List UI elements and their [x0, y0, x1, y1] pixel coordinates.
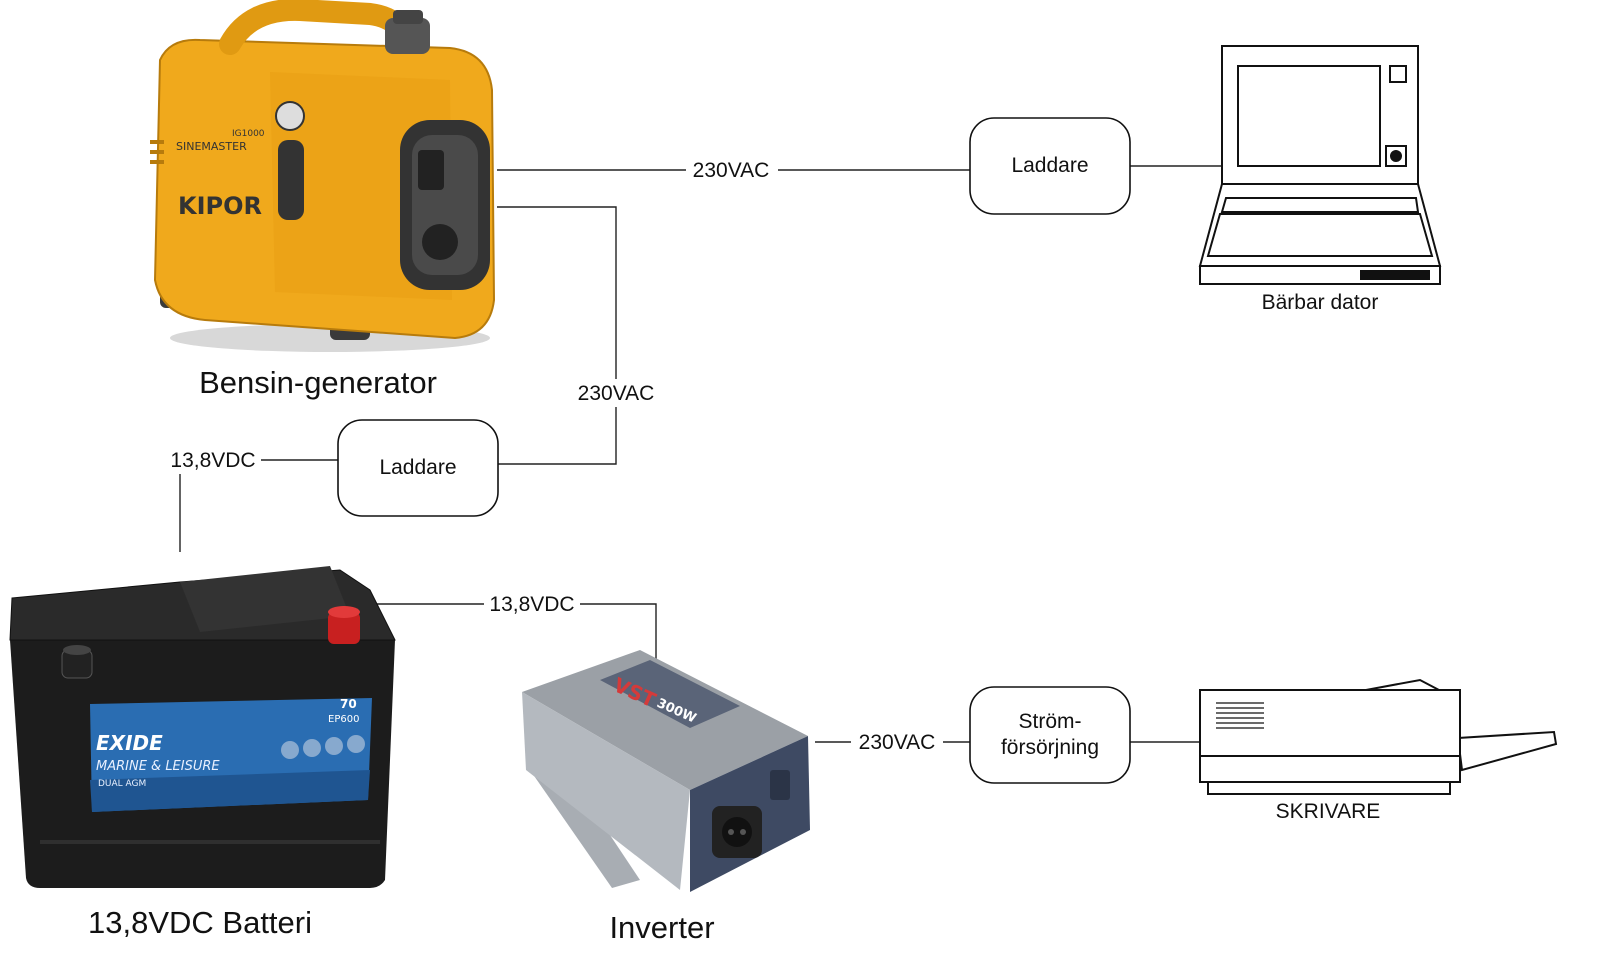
wire-label-charger-battery: 13,8VDC	[170, 449, 255, 472]
printer-icon	[1199, 678, 1558, 795]
generator-image: KIPOR SINEMASTER IG1000	[150, 0, 496, 352]
battery-line: MARINE & LEISURE	[96, 759, 220, 774]
charger-top-label: Laddare	[1011, 154, 1088, 177]
wire-label-battery-inverter: 13,8VDC	[489, 593, 574, 616]
charger-left-box: Laddare	[337, 419, 499, 517]
wire-label-gen-charger: 230VAC	[578, 382, 655, 405]
psu-label-line2: försörjning	[1001, 736, 1099, 759]
laptop-icon	[1198, 45, 1442, 285]
battery-brand: EXIDE	[96, 731, 163, 755]
wire-battery-to-inverter	[355, 603, 657, 660]
battery-capacity: 70	[340, 697, 357, 711]
psu-label-line1: Ström-	[1019, 710, 1082, 733]
battery-label: 13,8VDC Batteri	[88, 905, 312, 940]
wire-gen-to-charger-left	[497, 206, 617, 465]
psu-box: Ström- försörjning	[969, 686, 1131, 784]
charger-left-label: Laddare	[379, 456, 456, 479]
wire-label-gen-laptop: 230VAC	[693, 159, 770, 182]
charger-top-box: Laddare	[969, 117, 1131, 215]
generator-label: Bensin-generator	[199, 365, 437, 400]
wire-labels: 230VAC 230VAC 13,8VDC 13,8VDC 230VAC	[165, 156, 943, 756]
printer-label: SKRIVARE	[1276, 800, 1381, 823]
laptop-label: Bärbar dator	[1262, 291, 1379, 314]
generator-series: SINEMASTER	[176, 140, 247, 153]
generator-brand: KIPOR	[178, 192, 262, 220]
wire-label-inverter-printer: 230VAC	[859, 731, 936, 754]
battery-model: EP600	[328, 714, 359, 725]
generator-model: IG1000	[232, 129, 265, 139]
battery-type: DUAL AGM	[98, 779, 146, 789]
inverter-label: Inverter	[609, 910, 714, 945]
battery-image: EXIDE MARINE & LEISURE DUAL AGM 70 EP600	[9, 566, 396, 888]
inverter-image: VST 300W	[522, 650, 810, 892]
